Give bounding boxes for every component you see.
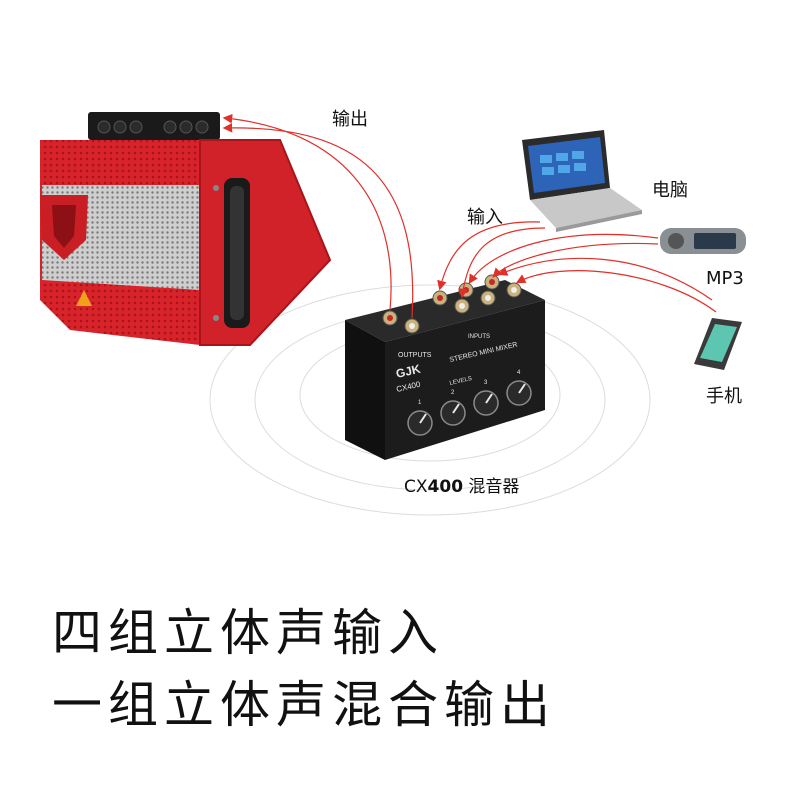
- rca-jacks: [382, 274, 522, 334]
- headline-line-2: 一组立体声混合输出: [52, 676, 556, 734]
- mixer-outputs-label: OUTPUTS: [398, 352, 432, 359]
- mixer-levels-label: LEVELS: [449, 376, 472, 387]
- phone-label: 手机: [706, 386, 742, 407]
- output-arrows: [222, 113, 414, 319]
- mixer-inputs-label: INPUTS: [468, 334, 490, 340]
- mixer-device: OUTPUTS INPUTS STEREO MINI MIXER GJK CX4…: [345, 274, 545, 460]
- speaker-amplifier: [40, 112, 332, 346]
- mp3-player-device: [660, 228, 746, 254]
- input-label: 输入: [467, 207, 503, 228]
- speaker-logo: [40, 195, 88, 260]
- mixer-caption: CX400 混音器: [404, 472, 519, 497]
- mixer-caption-model: CX: [404, 477, 428, 497]
- mixer-caption-number: 400: [427, 477, 464, 497]
- headline-line-1: 四组立体声输入: [52, 604, 444, 662]
- laptop-device: [522, 130, 642, 232]
- phone-device: [694, 318, 742, 370]
- channel-3-label: 3: [484, 380, 488, 386]
- mixer-caption-suffix: 混音器: [463, 477, 520, 497]
- mp3-label: MP3: [706, 268, 744, 289]
- channel-2-label: 2: [451, 390, 455, 396]
- mixer-brand: GJK: [395, 362, 423, 381]
- channel-1-label: 1: [418, 400, 422, 406]
- level-knobs: [407, 380, 532, 436]
- input-arrows: [437, 221, 717, 313]
- computer-label: 电脑: [652, 180, 688, 201]
- output-label: 输出: [332, 109, 368, 130]
- channel-4-label: 4: [517, 370, 521, 376]
